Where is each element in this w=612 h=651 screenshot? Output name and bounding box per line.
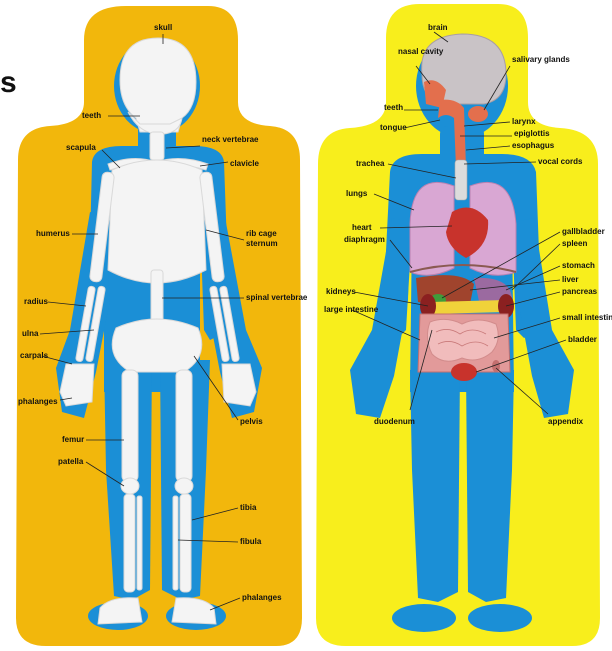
corner-text: s: [0, 66, 17, 99]
label-carpals: carpals: [20, 351, 49, 360]
pelvis-bone: [112, 319, 202, 372]
label-teeth-organs: teeth: [384, 103, 403, 112]
femur-left-bone: [122, 370, 138, 482]
label-heart: heart: [352, 223, 372, 232]
label-epiglottis: epiglottis: [514, 129, 550, 138]
label-pelvis: pelvis: [240, 417, 263, 426]
label-phalanges-hand: phalanges: [18, 397, 58, 406]
label-large-intestine: large intestine: [324, 305, 379, 314]
label-trachea: trachea: [356, 159, 385, 168]
label-femur: femur: [62, 435, 84, 444]
fibula-left-bone: [137, 496, 142, 590]
trachea-organ: [455, 160, 467, 200]
label-appendix: appendix: [548, 417, 584, 426]
skeleton-panel: skull teeth scapula neck vertebrae clavi…: [16, 6, 308, 646]
label-clavicle: clavicle: [230, 159, 259, 168]
label-stomach: stomach: [562, 261, 595, 270]
organs-panel: brain nasal cavity salivary glands teeth…: [316, 4, 612, 646]
label-neck-vertebrae: neck vertebrae: [202, 135, 259, 144]
label-scapula: scapula: [66, 143, 96, 152]
label-gallbladder: gallbladder: [562, 227, 605, 236]
hand-left-bone: [60, 364, 94, 406]
small-intestine-organ: [427, 319, 498, 361]
label-duodenum: duodenum: [374, 417, 415, 426]
tibia-left-bone: [124, 494, 135, 592]
label-brain: brain: [428, 23, 448, 32]
label-diaphragm: diaphragm: [344, 235, 385, 244]
bladder-organ: [451, 363, 477, 381]
femur-right-bone: [176, 370, 192, 482]
label-liver: liver: [562, 275, 578, 284]
label-ulna: ulna: [22, 329, 39, 338]
label-bladder: bladder: [568, 335, 597, 344]
label-small-intestine: small intestine: [562, 313, 612, 322]
label-esophagus: esophagus: [512, 141, 555, 150]
label-nasal-cavity: nasal cavity: [398, 47, 444, 56]
label-phalanges-foot: phalanges: [242, 593, 282, 602]
label-tibia: tibia: [240, 503, 257, 512]
label-fibula: fibula: [240, 537, 262, 546]
hand-right-bone: [222, 364, 256, 406]
label-larynx: larynx: [512, 117, 536, 126]
label-kidneys: kidneys: [326, 287, 356, 296]
label-tongue: tongue: [380, 123, 407, 132]
fibula-right-bone: [173, 496, 178, 590]
patella-right-bone: [175, 478, 193, 494]
label-pancreas: pancreas: [562, 287, 598, 296]
label-rib-cage: rib cage: [246, 229, 277, 238]
label-skull: skull: [154, 23, 172, 32]
rib-cage-bone: [108, 160, 206, 283]
pancreas-organ: [430, 300, 509, 314]
label-teeth-skeleton: teeth: [82, 111, 101, 120]
label-lungs: lungs: [346, 189, 368, 198]
tibia-right-bone: [180, 494, 191, 592]
label-patella: patella: [58, 457, 84, 466]
neck-vertebrae-bone: [150, 132, 164, 160]
label-spinal-vertebrae: spinal vertebrae: [246, 293, 308, 302]
label-radius: radius: [24, 297, 49, 306]
label-sternum: sternum: [246, 239, 278, 248]
label-spleen: spleen: [562, 239, 587, 248]
label-humerus: humerus: [36, 229, 70, 238]
label-vocal-cords: vocal cords: [538, 157, 583, 166]
label-salivary-glands: salivary glands: [512, 55, 570, 64]
